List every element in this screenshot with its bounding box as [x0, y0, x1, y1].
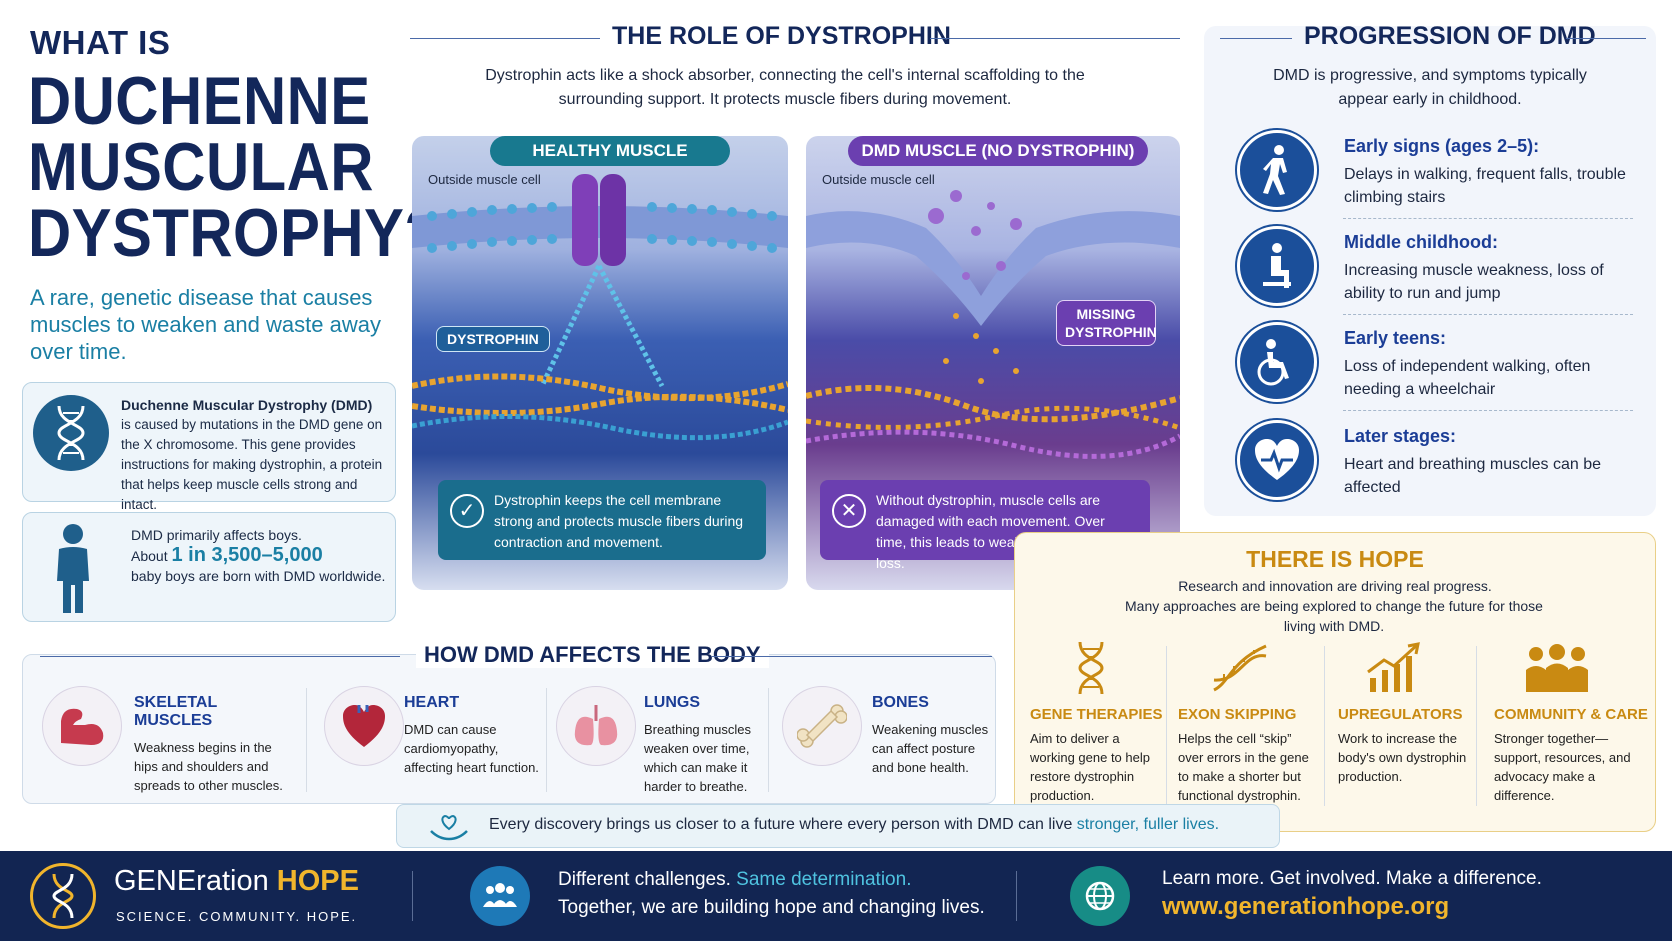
heart-pulse-icon: [1237, 420, 1317, 500]
hope-desc-gene: Aim to deliver a working gene to help re…: [1030, 731, 1150, 803]
growth-chart-icon: [1364, 642, 1424, 699]
hope-title-gene: GENE THERAPIES: [1030, 706, 1163, 723]
dmd-card-heading: Duchenne Muscular Dystrophy (DMD): [121, 397, 373, 413]
body-heading: HOW DMD AFFECTS THE BODY: [416, 642, 769, 668]
wheelchair-icon: [1237, 322, 1317, 402]
missing-dystrophin-callout: MISSING DYSTROPHIN: [1056, 300, 1157, 346]
page-title: DUCHENNE MUSCULAR DYSTROPHY?: [28, 63, 442, 271]
healthy-muscle-label: HEALTHY MUSCLE: [490, 136, 730, 166]
healthy-caption-text: Dystrophin keeps the cell membrane stron…: [494, 492, 744, 550]
discovery-banner: Every discovery brings us closer to a fu…: [396, 804, 1280, 848]
stage-desc-teens: Loss of independent walking, often needi…: [1344, 358, 1591, 398]
footer-msg1-c: Together, we are building hope and chang…: [558, 897, 985, 918]
group-icon: [470, 866, 530, 926]
dystrophin-callout: DYSTROPHIN: [436, 326, 550, 352]
boy-icon: [53, 523, 93, 620]
dmd-muscle-label: DMD MUSCLE (NO DYSTROPHIN): [848, 136, 1148, 166]
boys-info-card: DMD primarily affects boys. About 1 in 3…: [22, 512, 396, 622]
boys-about: About: [131, 548, 168, 564]
dmd-outside-label: Outside muscle cell: [822, 172, 935, 187]
muscle-icon: [42, 686, 122, 766]
role-heading: THE ROLE OF DYSTROPHIN: [612, 22, 951, 50]
footer-url-link[interactable]: www.generationhope.org: [1162, 893, 1450, 920]
dna-icon: [33, 395, 109, 471]
boys-line1: DMD primarily affects boys.: [131, 527, 302, 543]
body-title-bones: BONES: [872, 694, 929, 711]
stage-title-middle: Middle childhood:: [1344, 232, 1498, 252]
footer: GENEration HOPE SCIENCE. COMMUNITY. HOPE…: [0, 851, 1672, 941]
dmd-info-card: Duchenne Muscular Dystrophy (DMD) is cau…: [22, 382, 396, 512]
hope-desc-community: Stronger together—support, resources, an…: [1494, 731, 1631, 803]
dmd-caption: ✕ Without dystrophin, muscle cells are d…: [820, 480, 1150, 571]
hope-heading: THERE IS HOPE: [1246, 546, 1424, 572]
hands-heart-icon: [429, 813, 469, 848]
banner-text: Every discovery brings us closer to a fu…: [489, 816, 1073, 833]
heart-icon: [324, 686, 404, 766]
hope-title-exon: EXON SKIPPING: [1178, 706, 1297, 723]
dmd-muscle-panel: DMD MUSCLE (NO DYSTROPHIN) Outside muscl…: [806, 136, 1180, 590]
hope-title-upregulators: UPREGULATORS: [1338, 706, 1463, 723]
community-icon: [1524, 644, 1590, 699]
body-desc-heart: DMD can cause cardiomyopathy, affecting …: [404, 722, 539, 775]
hope-desc-exon: Helps the cell “skip” over errors in the…: [1178, 731, 1309, 803]
bone-icon: [782, 686, 862, 766]
hope-desc-upregulators: Work to increase the body's own dystroph…: [1338, 731, 1467, 784]
body-title-heart: HEART: [404, 694, 460, 711]
stage-desc-later: Heart and breathing muscles can be affec…: [1344, 456, 1602, 496]
body-title-skeletal: SKELETAL MUSCLES: [134, 694, 217, 729]
body-desc-skeletal: Weakness begins in the hips and shoulder…: [134, 740, 283, 793]
stage-title-teens: Early teens:: [1344, 328, 1447, 348]
footer-msg1-b: Same determination.: [736, 869, 912, 890]
dna-gene-icon: [1074, 640, 1108, 701]
healthy-outside-label: Outside muscle cell: [428, 172, 541, 187]
globe-icon: [1070, 866, 1130, 926]
boys-stat: 1 in 3,500–5,000: [171, 544, 323, 566]
stage-desc-early-signs: Delays in walking, frequent falls, troub…: [1344, 166, 1626, 206]
stage-title-later: Later stages:: [1344, 426, 1457, 446]
progression-intro: DMD is progressive, and symptoms typical…: [1273, 67, 1587, 108]
brand-tagline: SCIENCE. COMMUNITY. HOPE.: [116, 909, 358, 924]
brand-logo-icon: [30, 863, 96, 929]
hope-intro-1: Research and innovation are driving real…: [1178, 578, 1492, 594]
dna-strand-icon: [1210, 642, 1270, 699]
brand-prefix: GENEration: [114, 865, 269, 897]
x-icon: ✕: [832, 494, 866, 528]
body-desc-bones: Weakening muscles can affect posture and…: [872, 722, 989, 775]
lungs-icon: [556, 686, 636, 766]
progression-heading: PROGRESSION OF DMD: [1304, 22, 1596, 50]
hope-title-community: COMMUNITY & CARE: [1494, 706, 1648, 723]
role-intro: Dystrophin acts like a shock absorber, c…: [485, 67, 1085, 108]
healthy-muscle-panel: HEALTHY MUSCLE Outside muscle cell DYSTR…: [412, 136, 788, 590]
body-desc-lungs: Breathing muscles weaken over time, whic…: [644, 722, 751, 794]
title-kicker: WHAT IS: [30, 24, 171, 61]
boys-line2: baby boys are born with DMD worldwide.: [131, 568, 386, 584]
page-subtitle: A rare, genetic disease that causes musc…: [30, 285, 381, 364]
hope-intro-2: Many approaches are being explored to ch…: [1125, 598, 1543, 634]
stage-title-early-signs: Early signs (ages 2–5):: [1344, 136, 1540, 156]
seated-person-icon: [1237, 226, 1317, 306]
walking-icon: [1237, 130, 1317, 210]
stage-desc-middle: Increasing muscle weakness, loss of abil…: [1344, 262, 1604, 302]
banner-accent: stronger, fuller lives.: [1076, 816, 1220, 833]
footer-msg1-a: Different challenges.: [558, 869, 731, 890]
dmd-card-text: is caused by mutations in the DMD gene o…: [121, 417, 383, 512]
healthy-caption: ✓ Dystrophin keeps the cell membrane str…: [438, 480, 766, 560]
brand-suffix: HOPE: [276, 865, 359, 897]
check-icon: ✓: [450, 494, 484, 528]
footer-msg2: Learn more. Get involved. Make a differe…: [1162, 868, 1542, 889]
body-title-lungs: LUNGS: [644, 694, 700, 711]
